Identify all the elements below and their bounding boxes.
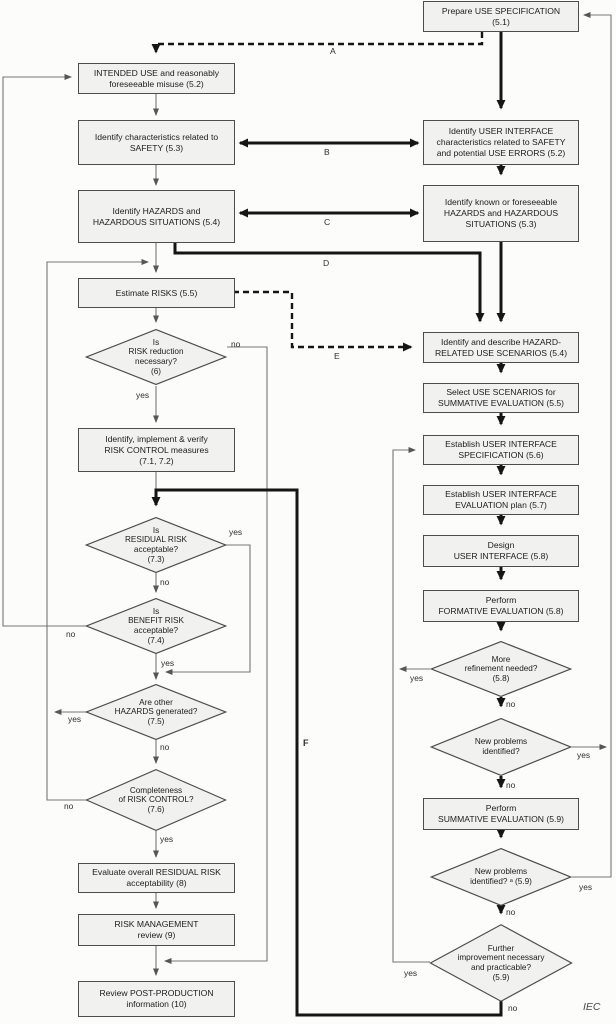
branch-label-yes: yes [577,750,591,760]
branch-label-yes: yes [410,673,424,683]
node-label: Select USE SCENARIOS for SUMMATIVE EVALU… [437,387,565,408]
node-formative-evaluation: Perform FORMATIVE EVALUATION (5.8) [423,590,579,622]
decision-risk-control-completeness: Completeness of RISK CONTROL? (7.6) [85,769,227,831]
connector-label-F: F [303,738,309,748]
node-label: Estimate RISKS (5.5) [115,287,198,298]
node-label: Further improvement necessary and practi… [457,943,545,982]
node-label: New problems identified? [474,737,528,756]
decision-new-problems-2: New problems identified? ᵃ (5.9) [430,848,572,906]
connector-label-B: B [324,147,330,157]
node-label: Prepare USE SPECIFICATION (5.1) [441,5,561,27]
diamond-shape [430,641,572,697]
node-label: Establish USER INTERFACE SPECIFICATION (… [445,439,557,460]
node-summative-evaluation: Perform SUMMATIVE EVALUATION (5.9) [423,798,579,830]
branch-label-no: no [508,1003,518,1013]
decision-new-problems-1: New problems identified? [430,718,572,776]
diamond-shape [85,769,227,831]
node-label: Perform FORMATIVE EVALUATION (5.8) [438,595,564,616]
node-label: Evaluate overall RESIDUAL RISK acceptabi… [92,867,221,888]
thin-connectors [2,12,612,976]
node-risk-control-measures: Identify, implement & verify RISK CONTRO… [78,428,235,472]
node-label: Is BENEFIT RISK acceptable? (7.4) [128,606,184,645]
node-known-hazards: Identify known or foreseeable HAZARDS an… [423,185,579,242]
node-estimate-risks: Estimate RISKS (5.5) [78,278,235,308]
diamond-shape [85,517,227,573]
branch-label-no: no [506,780,516,790]
node-risk-management-review: RISK MANAGEMENT review (9) [78,914,235,946]
node-use-specification: Prepare USE SPECIFICATION (5.1) [423,1,579,32]
decision-more-refinement: More refinement needed? (5.8) [430,641,572,697]
decision-other-hazards: Are other HAZARDS generated? (7.5) [85,684,227,740]
diamond-shape [85,598,227,654]
diamond-shape [430,718,572,776]
node-select-use-scenarios: Select USE SCENARIOS for SUMMATIVE EVALU… [423,383,579,413]
node-label: Identify and describe HAZARD- RELATED US… [434,336,568,358]
node-label: More refinement needed? (5.8) [464,654,538,683]
node-hazard-use-scenarios: Identify and describe HAZARD- RELATED US… [423,332,579,363]
node-label: Is RISK reduction necessary? (6) [128,337,184,376]
node-intended-use: INTENDED USE and reasonably foreseeable … [78,63,235,94]
branch-label-yes: yes [404,968,418,978]
diamond-shape [429,924,573,1002]
branch-label-no: no [506,907,516,917]
connector-label-E: E [334,351,340,361]
connector-label-D: D [323,258,330,268]
branch-label-no: no [160,577,170,587]
dashed-connectors [151,32,484,352]
branch-label-yes: yes [136,390,150,400]
diamond-shape [85,684,227,740]
node-label: Identify characteristics related to SAFE… [94,131,219,153]
branch-label-no: no [66,629,76,639]
node-label: New problems identified? ᵃ (5.9) [470,867,532,886]
diamond-shape [85,329,227,385]
node-ui-characteristics: Identify USER INTERFACE characteristics … [423,120,579,165]
node-overall-residual-risk: Evaluate overall RESIDUAL RISK acceptabi… [78,863,235,893]
node-design-ui: Design USER INTERFACE (5.8) [423,535,579,567]
node-label: Perform SUMMATIVE EVALUATION (5.9) [437,803,565,824]
node-label: Establish USER INTERFACE EVALUATION plan… [445,489,557,510]
branch-label-yes: yes [161,658,175,668]
branch-label-yes: yes [160,834,174,844]
node-label: Identify, implement & verify RISK CONTRO… [104,433,209,466]
node-label: Is RESIDUAL RISK acceptable? (7.3) [124,525,188,564]
node-post-production: Review POST-PRODUCTION information (10) [78,981,235,1017]
decision-benefit-risk: Is BENEFIT RISK acceptable? (7.4) [85,598,227,654]
node-label: RISK MANAGEMENT review (9) [114,919,199,940]
node-label: Design USER INTERFACE (5.8) [453,540,549,561]
branch-label-yes: yes [68,714,82,724]
branch-label-no: no [506,699,516,709]
node-label: INTENDED USE and reasonably foreseeable … [93,67,220,89]
branch-label-yes: yes [579,882,593,892]
node-label: Review POST-PRODUCTION information (10) [99,988,214,1009]
decision-further-improvement: Further improvement necessary and practi… [429,924,573,1002]
node-ui-specification: Establish USER INTERFACE SPECIFICATION (… [423,435,579,465]
decision-residual-risk: Is RESIDUAL RISK acceptable? (7.3) [85,517,227,573]
branch-label-no: no [160,742,170,752]
node-label: Identify USER INTERFACE characteristics … [436,126,566,158]
iec-caption: IEC [583,1001,601,1013]
connector-label-C: C [324,217,331,227]
branch-label-no: no [231,339,241,349]
node-label: Identify HAZARDS and HAZARDOUS SITUATION… [92,205,221,227]
branch-label-yes: yes [229,527,243,537]
connector-label-A: A [330,46,336,56]
branch-label-no: no [64,801,74,811]
node-label: Completeness of RISK CONTROL? (7.6) [118,785,194,814]
node-ui-evaluation-plan: Establish USER INTERFACE EVALUATION plan… [423,485,579,515]
decision-risk-reduction: Is RISK reduction necessary? (6) [85,329,227,385]
node-hazards-situations: Identify HAZARDS and HAZARDOUS SITUATION… [78,190,235,243]
thick-connectors [151,32,506,1017]
node-label: Identify known or foreseeable HAZARDS an… [443,197,559,229]
node-characteristics-safety: Identify characteristics related to SAFE… [78,120,235,165]
diamond-shape [430,848,572,906]
node-label: Are other HAZARDS generated? (7.5) [114,697,198,726]
